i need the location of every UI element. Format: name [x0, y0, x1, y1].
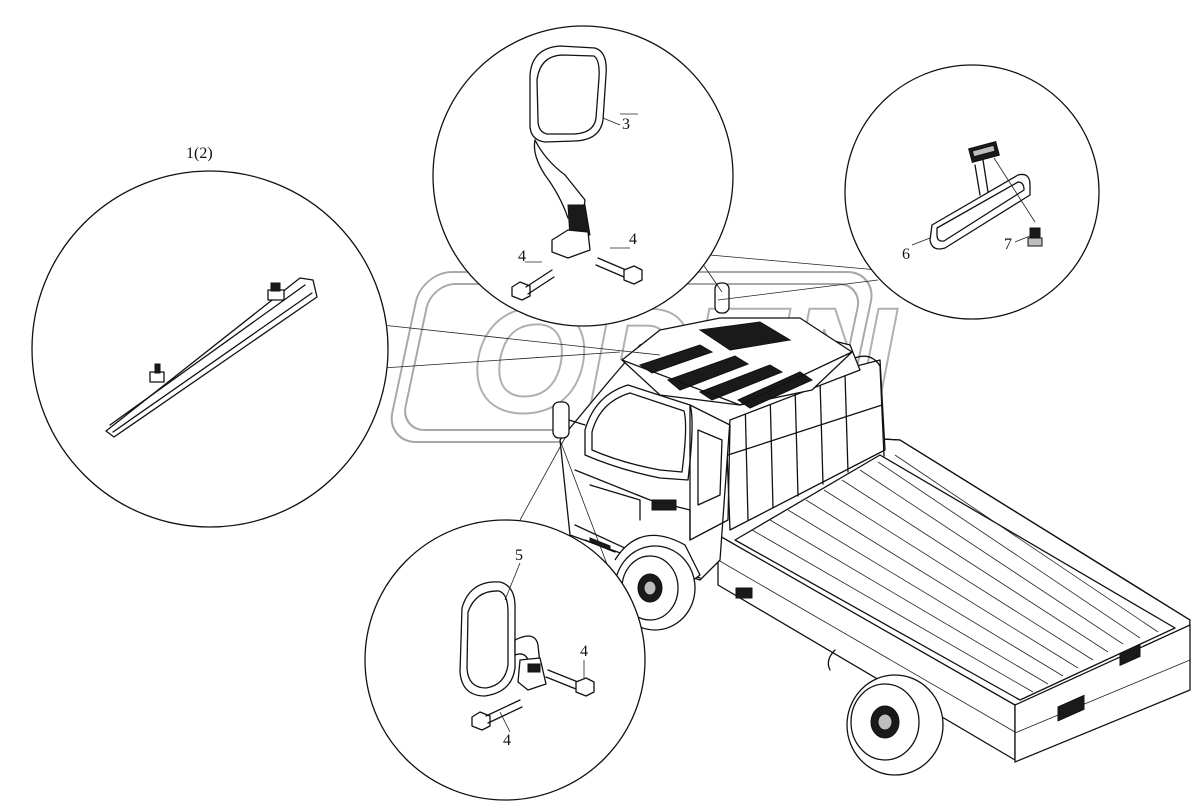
roof-rack: [621, 317, 853, 409]
callout-labels: 1(2) 3 4 4 4 4 5 6 7: [186, 116, 1012, 749]
callout-4-d: 4: [503, 732, 511, 749]
visor-clip: [149, 363, 165, 383]
detail-circle-interior-mirror: [844, 64, 1100, 320]
callout-7: 7: [1004, 236, 1012, 253]
detail-circle-left-mirror: [364, 519, 646, 801]
left-mirror-on-cab: [552, 401, 570, 439]
callout-3: 3: [622, 116, 630, 133]
callout-1-2: 1(2): [186, 145, 213, 162]
right-mirror-arm: [533, 139, 586, 219]
leader-lines: [381, 254, 879, 626]
mirror-mount: [968, 141, 1000, 163]
bolt-right-mirror-left: [511, 269, 555, 301]
detail-circle-sun-visor: [31, 170, 389, 528]
bolt-left-mirror-lower: [471, 699, 523, 733]
truck-illustration: [552, 282, 1191, 776]
visor-hinge: [267, 282, 285, 301]
mirror-screw: [1027, 227, 1043, 247]
right-mirror-glass: [529, 45, 607, 143]
windshield: [584, 384, 693, 481]
right-mirror-on-cab: [714, 282, 730, 314]
callout-5: 5: [515, 547, 523, 564]
bolt-left-mirror-upper: [545, 660, 595, 697]
interior-mirror: [929, 173, 1031, 250]
callout-6: 6: [902, 246, 910, 263]
sun-visor: [105, 277, 318, 438]
callout-4-a: 4: [518, 248, 526, 265]
rear-wheel: [827, 649, 944, 776]
callout-4-c: 4: [580, 643, 588, 660]
detail-circle-right-mirror: [432, 25, 734, 327]
right-mirror-bracket: [551, 229, 591, 259]
bolt-right-mirror-right: [595, 257, 643, 285]
left-mirror-glass: [459, 581, 516, 697]
callout-4-b: 4: [629, 231, 637, 248]
